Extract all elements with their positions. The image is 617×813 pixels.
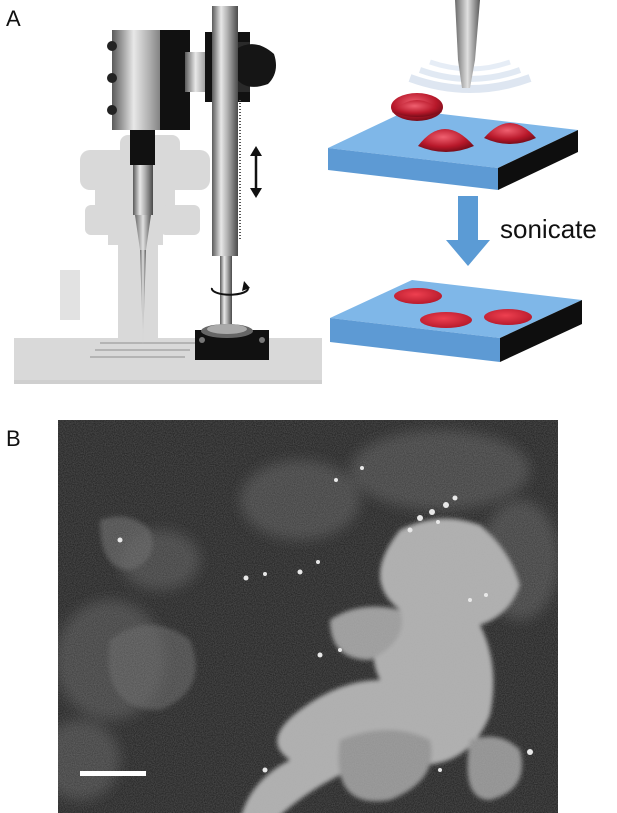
vertical-post xyxy=(212,6,241,326)
domed-droplets xyxy=(391,93,536,152)
rotation-arrow-icon xyxy=(210,281,250,296)
scale-bar xyxy=(80,771,146,776)
down-arrow-icon xyxy=(446,196,490,266)
flattened-droplets xyxy=(394,288,532,328)
sonication-probe-tip xyxy=(408,0,532,93)
panel-label-a: A xyxy=(6,6,21,31)
apparatus-illustration xyxy=(14,6,322,384)
sonicate-label: sonicate xyxy=(500,214,597,244)
sonication-schematic xyxy=(328,0,582,362)
post-base xyxy=(195,324,269,360)
stage-lines xyxy=(90,342,195,358)
fluorescence-micrograph xyxy=(58,420,558,813)
panel-label-b: B xyxy=(6,426,21,451)
double-arrow-icon xyxy=(250,146,262,198)
microscope-silhouette xyxy=(14,135,322,384)
sonicator-probe xyxy=(107,30,190,345)
